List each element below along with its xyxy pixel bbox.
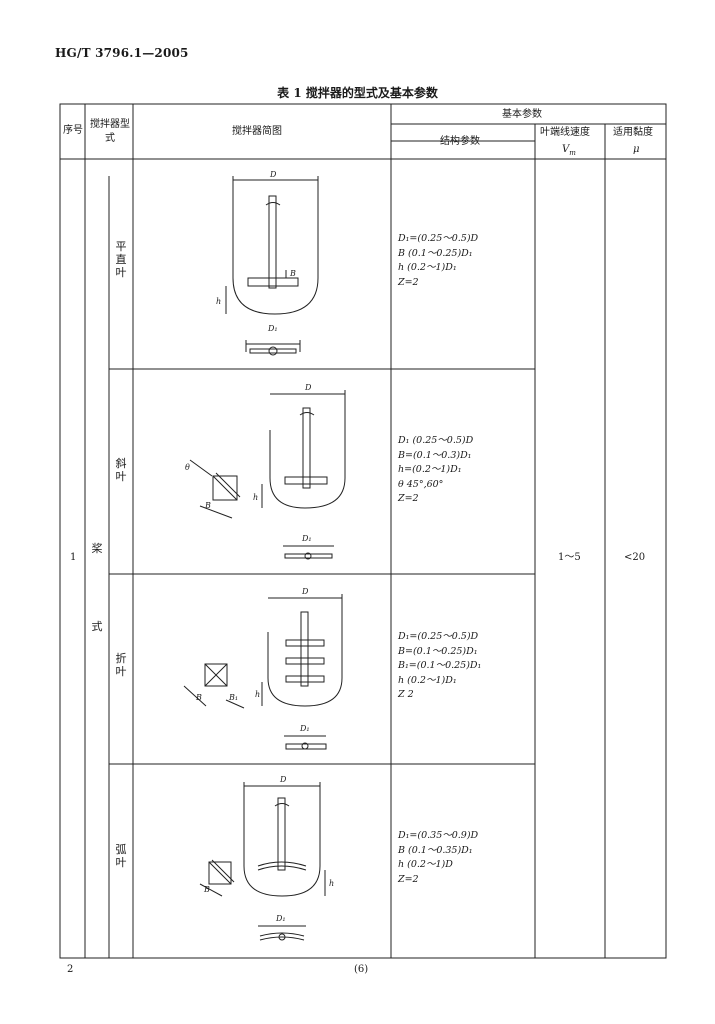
header-viscosity-symbol: μ xyxy=(633,144,640,155)
subtype-flat: 平直叶 xyxy=(115,240,127,279)
header-type: 搅拌器型式 xyxy=(90,119,130,144)
page-mark: (6) xyxy=(354,964,369,975)
header-seq: 序号 xyxy=(63,125,83,136)
group-seq: 1 xyxy=(70,552,77,563)
page-number: 2 xyxy=(67,964,74,975)
params-flat: D₁=(0.25～0.5)D B (0.1～0.25)D₁ h (0.2～1)D… xyxy=(398,233,479,288)
subtype-inclined: 斜叶 xyxy=(115,457,127,483)
header-tip-speed-symbol: Vm xyxy=(562,144,576,157)
group-tip-speed: 1～5 xyxy=(558,552,581,563)
standard-number: HG/T 3796.1—2005 xyxy=(55,46,189,60)
table-caption: 表 1 搅拌器的型式及基本参数 xyxy=(277,86,438,100)
header-basic-params: 基本参数 xyxy=(502,109,542,120)
header-diagram: 搅拌器简图 xyxy=(232,126,282,137)
header-viscosity: 适用黏度 xyxy=(613,127,653,138)
params-curved: D₁=(0.35～0.9)D B (0.1～0.35)D₁ h (0.2～1)D… xyxy=(398,830,479,885)
subtype-folded: 折叶 xyxy=(115,652,127,678)
subtype-curved: 弧叶 xyxy=(115,843,127,869)
header-structure-params: 结构参数 xyxy=(440,136,480,147)
params-inclined: D₁ (0.25～0.5)D B=(0.1～0.3)D₁ h=(0.2～1)D₁… xyxy=(398,435,474,504)
group-viscosity: <20 xyxy=(624,552,646,563)
header-tip-speed: 叶端线速度 xyxy=(540,127,590,138)
group-type: 桨式 xyxy=(91,542,103,633)
params-folded: D₁=(0.25～0.5)D B=(0.1～0.25)D₁ B₁=(0.1～0.… xyxy=(398,631,482,700)
